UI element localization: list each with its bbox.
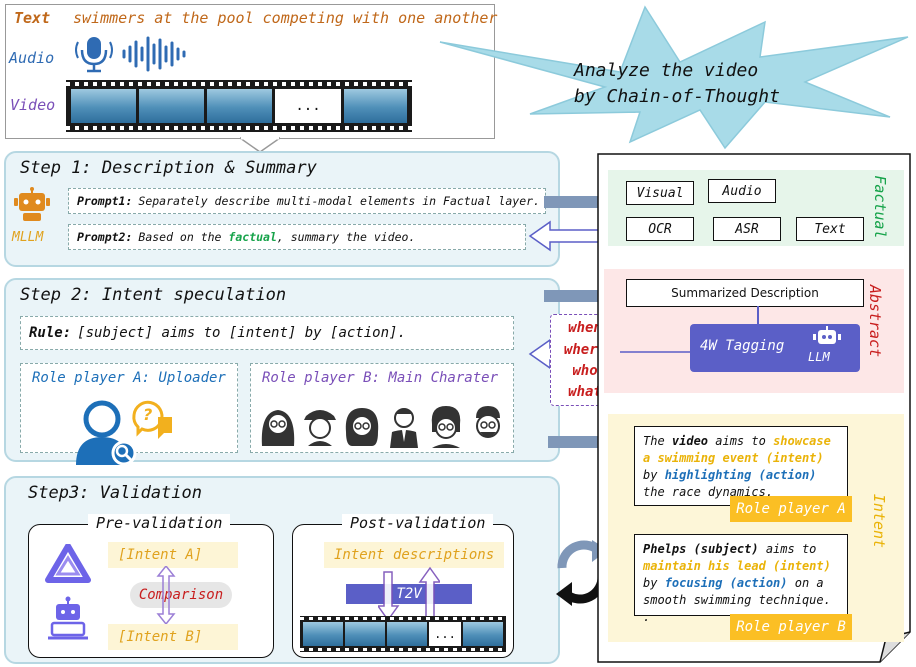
t2v-arrows-icon	[378, 566, 440, 622]
bubble-a-action: highlighting (action)	[664, 468, 817, 482]
bubble-b-text: aims to	[758, 542, 817, 556]
tagging-label: 4W Tagging	[700, 338, 785, 354]
bubble-a-text: the race dynamics.	[643, 485, 774, 499]
video-label: Video	[10, 96, 56, 114]
t2v-box: T2V	[346, 584, 472, 604]
bubble-b-text: .	[643, 610, 651, 624]
intent-label: Intent	[870, 493, 888, 549]
wh-word: who	[572, 363, 598, 379]
bubble-b-subject: Phelps (subject)	[643, 542, 759, 556]
prompt2-box: Prompt2: Based on the factual, summary t…	[68, 224, 526, 250]
prompt1-box: Prompt1: Separately describe multi-modal…	[68, 188, 546, 214]
bubble-b-text: on a smooth swimming technique.	[643, 576, 831, 607]
cot-line1: Analyze the video	[574, 60, 759, 81]
pre-validation-title: Pre-validation	[88, 514, 231, 532]
role-player-b-tag: Role player B	[730, 614, 852, 640]
rule-text: [subject] aims to [intent] by [action].	[77, 325, 406, 341]
video-frame	[463, 622, 503, 646]
video-frame	[207, 89, 272, 123]
prompt1-label: Prompt1:	[77, 194, 133, 208]
video-film-strip: ...	[66, 80, 412, 132]
video-frame	[303, 622, 343, 646]
step1-title: Step 1: Description & Summary	[20, 158, 317, 178]
summarized-description-box: Summarized Description	[626, 279, 864, 307]
bubble-a-video: video	[671, 434, 709, 448]
wh-word: what	[568, 384, 602, 400]
factual-item-visual: Visual	[626, 181, 694, 205]
bubble-a-text: by	[643, 468, 665, 482]
factual-item-asr: ASR	[713, 217, 781, 241]
audio-label: Audio	[9, 49, 55, 67]
uploader-icon: ?	[76, 400, 172, 466]
step3-title: Step3: Validation	[28, 483, 202, 503]
factual-item-ocr: OCR	[626, 217, 694, 241]
factual-item-audio: Audio	[708, 179, 776, 203]
bubble-b-text: by	[643, 576, 665, 590]
cot-starburst	[439, 5, 909, 150]
step2-title: Step 2: Intent speculation	[20, 285, 287, 305]
intent-b-box: [Intent B]	[108, 624, 238, 650]
role-player-a-tag: Role player A	[730, 496, 852, 522]
qwen-logo-icon	[45, 544, 91, 583]
role-b-label: Role player B: Main Charater	[262, 370, 499, 386]
factual-label: Factual	[871, 175, 889, 239]
intent-descriptions-box: Intent descriptions	[324, 542, 504, 568]
compare-arrow-icon	[156, 566, 176, 624]
svg-text:?: ?	[143, 405, 152, 424]
wh-word: when	[568, 320, 602, 336]
prompt1-text: Separately describe multi-modal elements…	[138, 194, 540, 208]
prompt2-label: Prompt2:	[77, 230, 133, 244]
microphone-icon	[75, 37, 113, 73]
text-label: Text	[14, 9, 51, 27]
main-character-avatars	[261, 406, 500, 448]
waveform-icon	[122, 36, 186, 72]
avatar-icon	[390, 408, 418, 448]
video-frame	[345, 622, 385, 646]
tagging-connector	[620, 306, 759, 353]
prompt2-post: , summary the video.	[276, 230, 416, 244]
video-frame	[387, 622, 427, 646]
video-frame-ellipsis: ...	[429, 622, 461, 646]
intent-bubble-a: The video aims to showcase a swimming ev…	[634, 426, 848, 506]
intent-a-box: [Intent A]	[108, 542, 238, 568]
video-frame	[71, 89, 136, 123]
mllm-label: MLLM	[12, 230, 44, 245]
wh-word: where	[563, 342, 607, 358]
comparison-pill: Comparison	[130, 582, 232, 608]
input-pointer	[240, 136, 280, 153]
video-frame	[139, 89, 204, 123]
avatar-icon	[304, 410, 336, 446]
post-film-strip: ...	[300, 616, 506, 652]
rule-box: Rule: [subject] aims to [intent] by [act…	[20, 316, 514, 350]
video-frame-ellipsis: ...	[275, 89, 341, 123]
post-validation-title: Post-validation	[342, 514, 494, 532]
bubble-a-text: The	[643, 434, 672, 448]
video-frame	[344, 89, 407, 123]
rule-label: Rule:	[29, 325, 72, 341]
role-a-label: Role player A: Uploader	[32, 370, 226, 386]
bubble-b-action: focusing (action)	[664, 576, 788, 590]
bubble-a-intent: showcase a swimming event (intent)	[643, 434, 831, 465]
role-a-box	[20, 363, 238, 453]
text-input-value: swimmers at the pool competing with one …	[73, 9, 498, 27]
robot-icon	[14, 187, 50, 221]
llm-label: LLM	[808, 350, 830, 364]
bubble-b-intent: maintain his lead (intent)	[643, 559, 831, 573]
bubble-a-text: aims to	[708, 434, 774, 448]
factual-item-text: Text	[796, 217, 864, 241]
avatar-icon	[476, 406, 500, 438]
prompt2-pre: Based on the	[138, 230, 222, 244]
bot-computer-icon	[48, 596, 88, 640]
intent-bubble-b: Phelps (subject) aims to maintain his le…	[634, 534, 848, 624]
abstract-label: Abstract	[866, 284, 884, 358]
avatar-icon	[345, 408, 379, 446]
avatar-icon	[261, 410, 295, 446]
llm-robot-icon	[813, 326, 841, 344]
avatar-icon	[431, 406, 461, 448]
prompt2-highlight: factual	[228, 230, 277, 244]
cot-line2: by Chain-of-Thought	[574, 86, 780, 107]
